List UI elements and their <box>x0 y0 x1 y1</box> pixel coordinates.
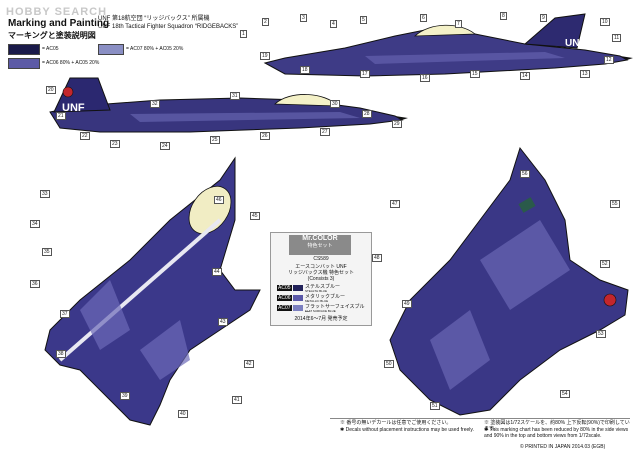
callout-number: 54 <box>560 390 570 398</box>
callout-number: 9 <box>540 14 547 22</box>
callout-number: 42 <box>244 360 254 368</box>
top-view-aircraft <box>44 156 261 426</box>
footer-separator <box>330 418 630 419</box>
callout-number: 20 <box>46 86 56 94</box>
callout-number: 27 <box>320 128 330 136</box>
squadron-en: UNF 18th Tactical Fighter Squadron “RIDG… <box>98 24 239 30</box>
footer-note-jp-1: ※ 番号の無いデカールは任意でご使用ください。 <box>340 420 452 426</box>
mr-color-title-2: リッジバックス機 特色セット <box>288 270 354 276</box>
callout-number: 2 <box>262 18 269 26</box>
callout-number: 6 <box>420 14 427 22</box>
callout-number: 51 <box>430 402 440 410</box>
callout-number: 21 <box>56 112 66 120</box>
footer-note-en-2: ✱ This marking chart has been reduced by… <box>484 427 629 439</box>
mr-color-setno: CS589 <box>313 256 329 262</box>
marking-title-jp: マーキングと塗装説明図 <box>8 31 96 40</box>
callout-number: 43 <box>218 318 228 326</box>
legend-swatch-1 <box>8 44 40 55</box>
callout-number: 35 <box>42 248 52 256</box>
callout-number: 45 <box>250 212 260 220</box>
callout-number: 33 <box>40 190 50 198</box>
callout-number: 26 <box>260 132 270 140</box>
callout-number: 17 <box>360 70 370 78</box>
callout-number: 16 <box>420 74 430 82</box>
side-view-bottom-aircraft <box>49 77 408 133</box>
footer-note-jp-2: ※ 塗装図は1/72スケールを、約80% 上下反転(90%)で印刷しています。 <box>484 420 630 432</box>
callout-number: 13 <box>580 70 590 78</box>
legend-swatch-2 <box>8 58 40 69</box>
callout-number: 36 <box>30 280 40 288</box>
mr-color-header: Mr.COLOR 特色セット <box>289 235 351 255</box>
callout-number: 55 <box>610 200 620 208</box>
callout-number: 40 <box>178 410 188 418</box>
callout-number: 24 <box>160 142 170 150</box>
callout-number: 23 <box>110 140 120 148</box>
callout-number: 3 <box>300 14 307 22</box>
printed-in-japan: © PRINTED IN JAPAN 2014.03 (EGB) <box>520 444 606 450</box>
callout-number: 8 <box>500 12 507 20</box>
callout-number: 1 <box>240 30 247 38</box>
mr-color-title-sub: (Consists 3) <box>307 276 335 282</box>
callout-number: 39 <box>120 392 130 400</box>
callout-number: 38 <box>56 350 66 358</box>
marking-title-en: Marking and Painting <box>8 18 110 29</box>
callout-number: 37 <box>60 310 70 318</box>
watermark: HOBBY SEARCH <box>6 6 108 18</box>
callout-number: 44 <box>212 268 222 276</box>
callout-number: 48 <box>372 254 382 262</box>
legend-mix-1: = AC05 <box>42 46 59 52</box>
callout-number: 12 <box>604 56 614 64</box>
side-top-tail-label: UNF <box>565 38 586 49</box>
mr-color-title-1: エースコンバット UNF <box>295 264 347 270</box>
footer-note-en-1: ✱ Decals without placement instructions … <box>340 427 474 433</box>
callout-number: 47 <box>390 200 400 208</box>
callout-number: 28 <box>362 110 372 118</box>
callout-number: 31 <box>230 92 240 100</box>
callout-number: 7 <box>455 20 462 28</box>
callout-number: 29 <box>392 120 402 128</box>
side-bottom-tail-label: UNF <box>62 102 85 114</box>
callout-number: 5 <box>360 16 367 24</box>
callout-number: 52 <box>600 260 610 268</box>
callout-number: 56 <box>520 170 530 178</box>
mr-color-box: Mr.COLOR 特色セット CS589 エースコンバット UNF リッジバック… <box>270 232 372 326</box>
callout-number: 14 <box>520 72 530 80</box>
bottom-view-aircraft <box>389 146 629 416</box>
callout-number: 53 <box>596 330 606 338</box>
callout-number: 19 <box>260 52 270 60</box>
callout-number: 30 <box>330 100 340 108</box>
legend-swatch-3 <box>98 44 124 55</box>
callout-number: 32 <box>150 100 160 108</box>
callout-number: 4 <box>330 20 337 28</box>
squadron-jp: UNF 第18航空団 “リッジバックス” 所属機 <box>98 16 210 22</box>
callout-number: 25 <box>210 136 220 144</box>
callout-number: 10 <box>600 18 610 26</box>
legend-mix-2: = AC06 80% + AC05 20% <box>42 60 100 66</box>
mr-item-2: AC06 メタリックブルー METALLIC BLUE <box>277 294 346 303</box>
callout-number: 34 <box>30 220 40 228</box>
callout-number: 50 <box>384 360 394 368</box>
callout-number: 15 <box>470 70 480 78</box>
callout-number: 18 <box>300 66 310 74</box>
callout-number: 49 <box>402 300 412 308</box>
mr-color-release: 2014年6〜7月 発売予定 <box>294 316 348 322</box>
mr-item-3: AC07 フラットサーフェイスブルー FLAT SURFACE BLUE <box>277 304 365 316</box>
callout-number: 46 <box>214 196 224 204</box>
callout-number: 41 <box>232 396 242 404</box>
legend-mix-3: = AC07 80% + AC05 20% <box>126 46 184 52</box>
callout-number: 11 <box>612 34 622 42</box>
mr-item-1: AC05 ステルスブルー STEALTH BLUE <box>277 284 341 293</box>
callout-number: 22 <box>80 132 90 140</box>
